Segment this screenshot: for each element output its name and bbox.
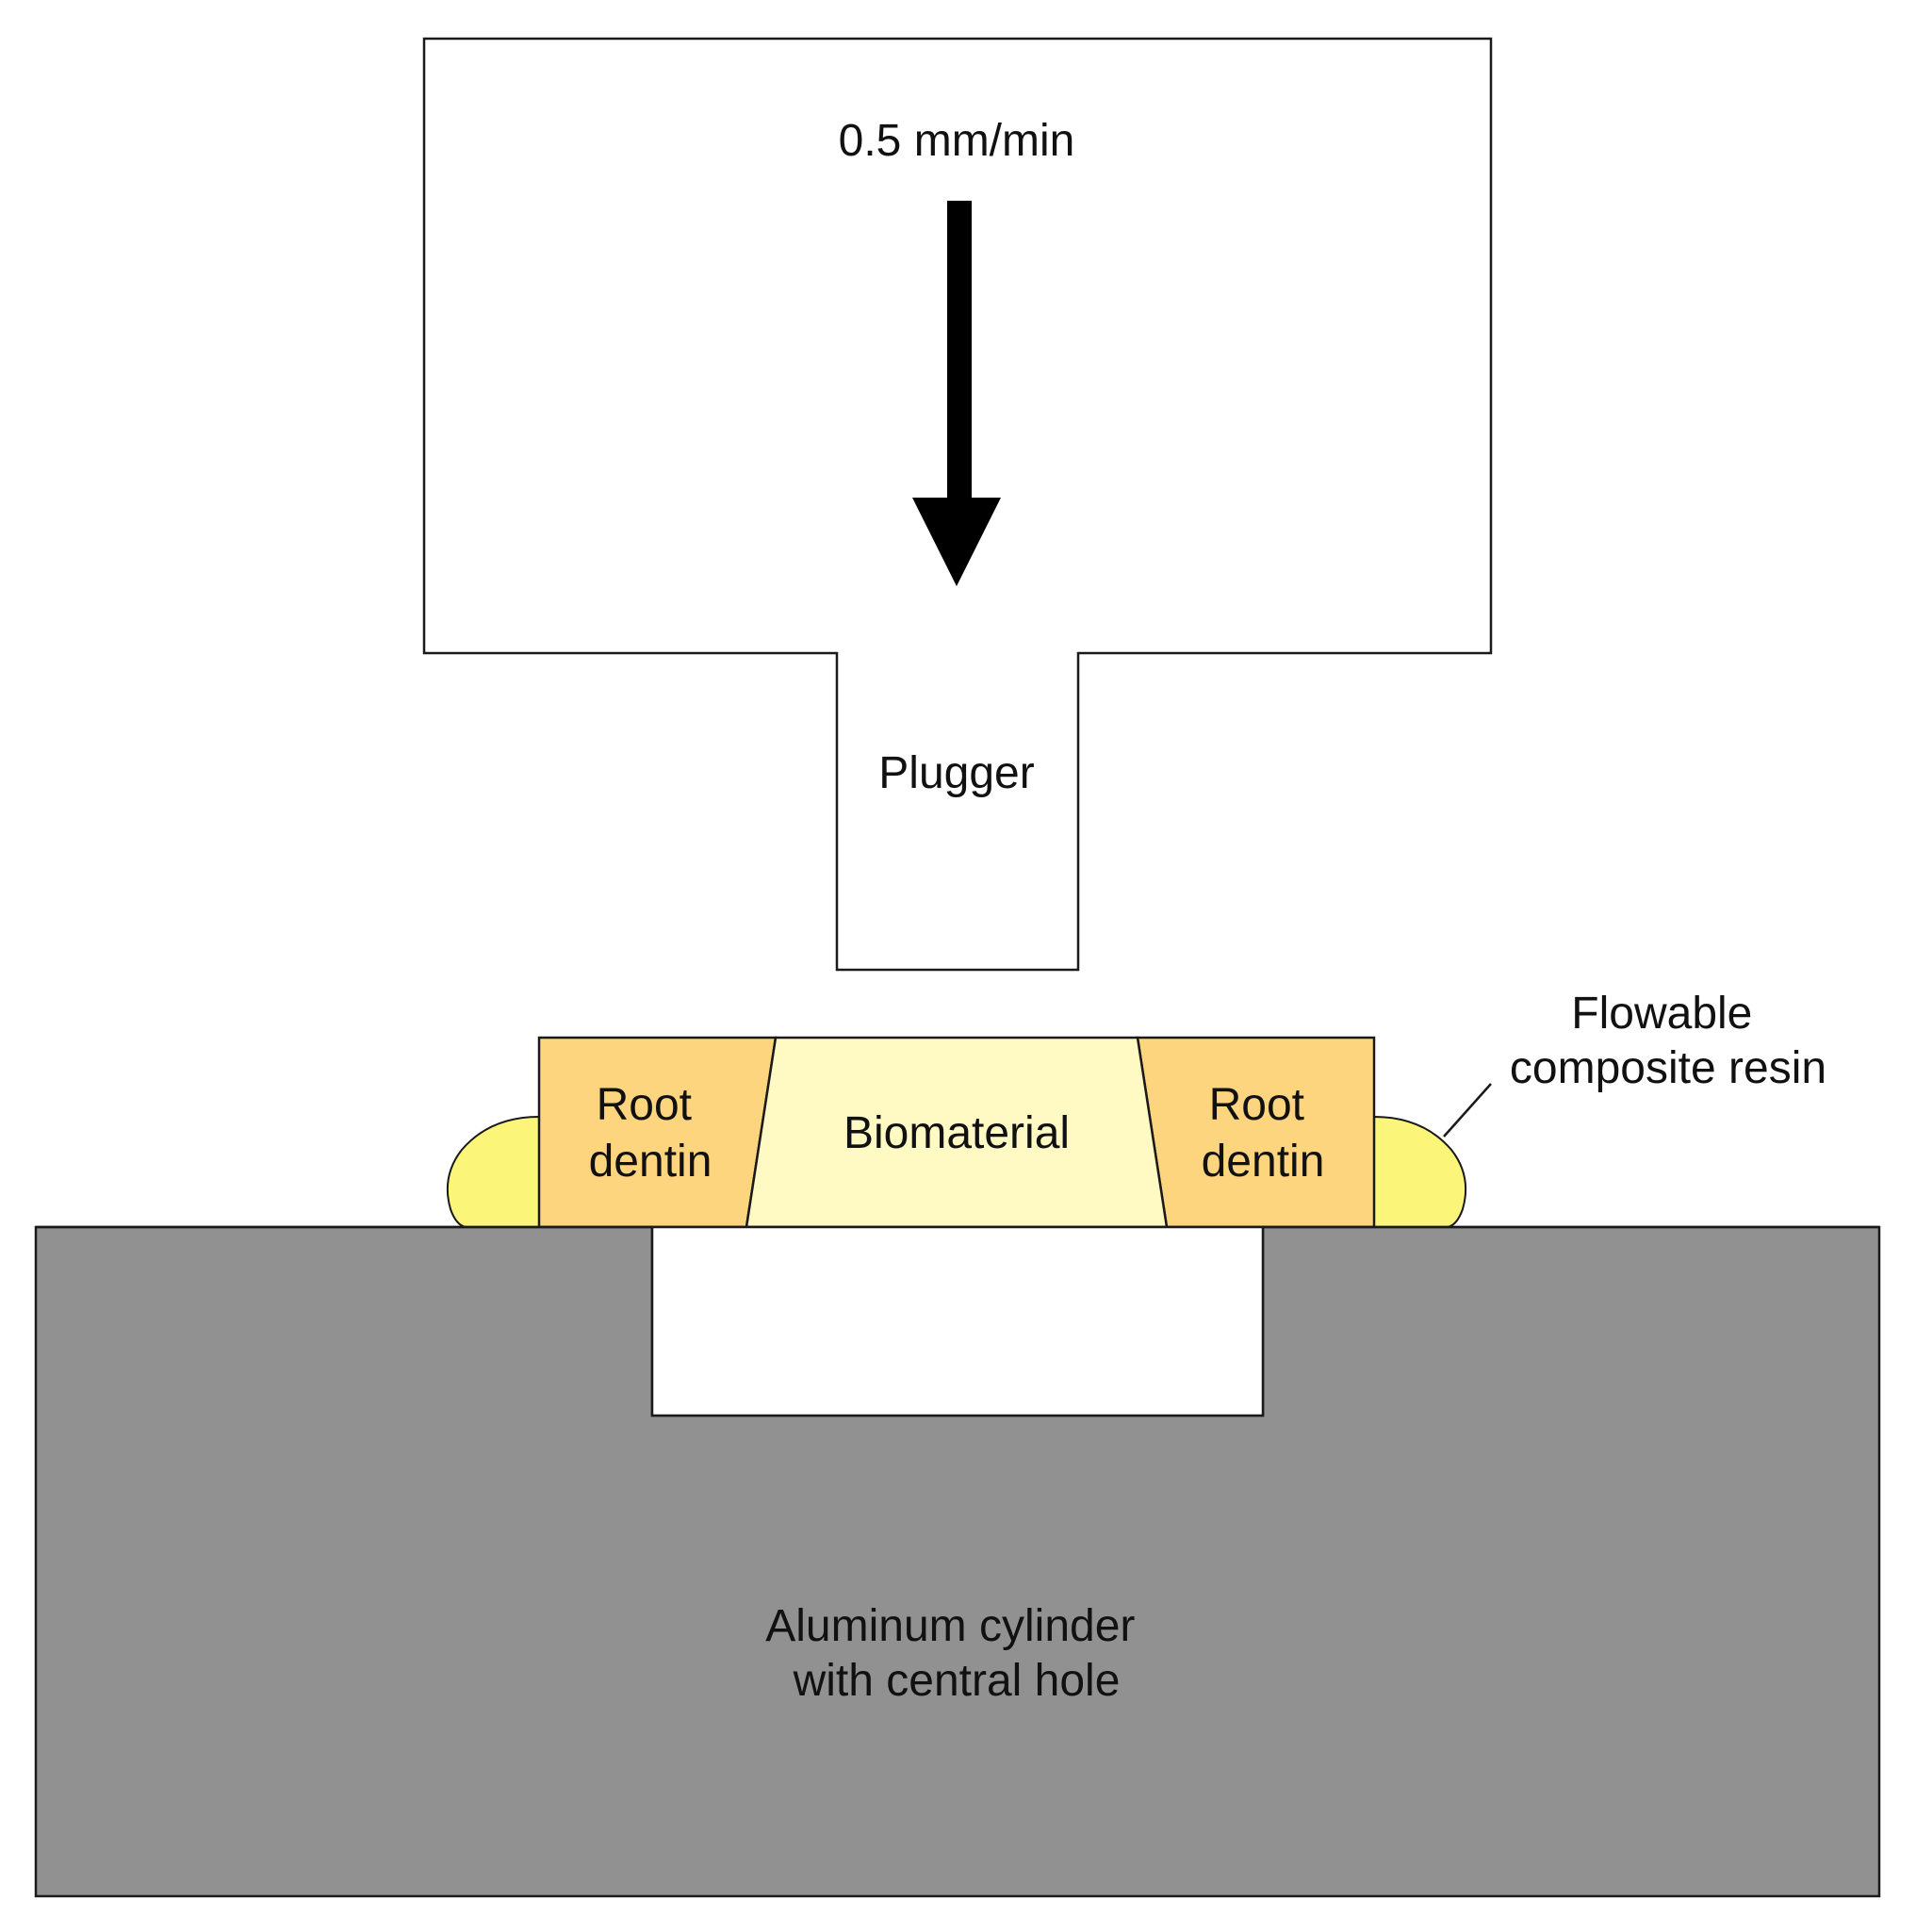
central-hole <box>650 1225 1265 1417</box>
root-dentin-left <box>537 1036 778 1229</box>
flowable-resin-leader <box>1443 1083 1492 1138</box>
biomaterial-label: Biomaterial <box>843 1108 1070 1158</box>
speed-label: 0.5 mm/min <box>839 116 1075 166</box>
arrow-down-icon <box>912 201 1001 586</box>
root-dentin-right <box>1136 1036 1376 1229</box>
aluminum-cylinder-label: Aluminum cylinder with central hole <box>765 1601 1147 1706</box>
flowable-resin-left <box>446 1115 540 1228</box>
root-dentin-right-label: Root dentin <box>1202 1080 1325 1187</box>
root-dentin-left-label: Root dentin <box>589 1080 712 1187</box>
flowable-resin-label: Flowable composite resin <box>1510 989 1826 1093</box>
flowable-resin-right <box>1373 1115 1467 1228</box>
plugger-label: Plugger <box>878 748 1034 798</box>
